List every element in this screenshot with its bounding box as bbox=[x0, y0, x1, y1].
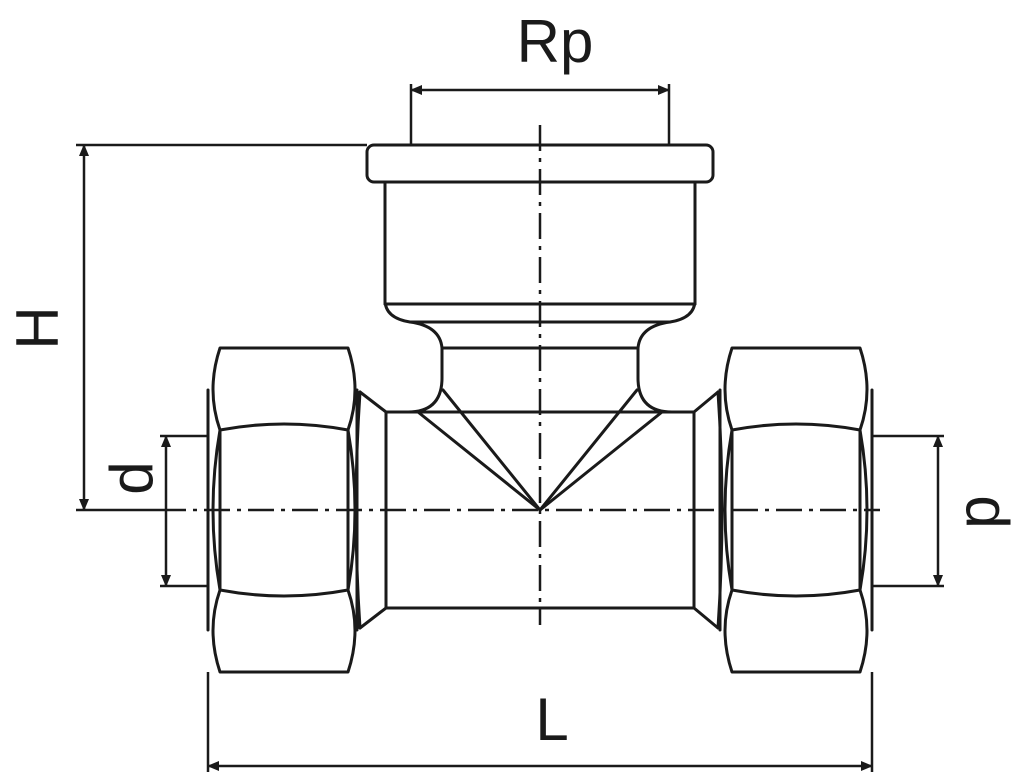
rp-label: Rp bbox=[517, 8, 594, 75]
dimension-h: H bbox=[4, 143, 367, 512]
dimension-d-right: d bbox=[872, 434, 1021, 588]
tee-branch bbox=[365, 143, 715, 512]
h-label: H bbox=[4, 306, 71, 349]
dimension-rp: Rp bbox=[409, 8, 671, 145]
d-left-label: d bbox=[98, 461, 165, 494]
l-label: L bbox=[535, 686, 568, 753]
d-right-label: d bbox=[954, 495, 1021, 528]
dimension-l: L bbox=[206, 672, 874, 772]
dimension-d-left: d bbox=[98, 434, 208, 588]
